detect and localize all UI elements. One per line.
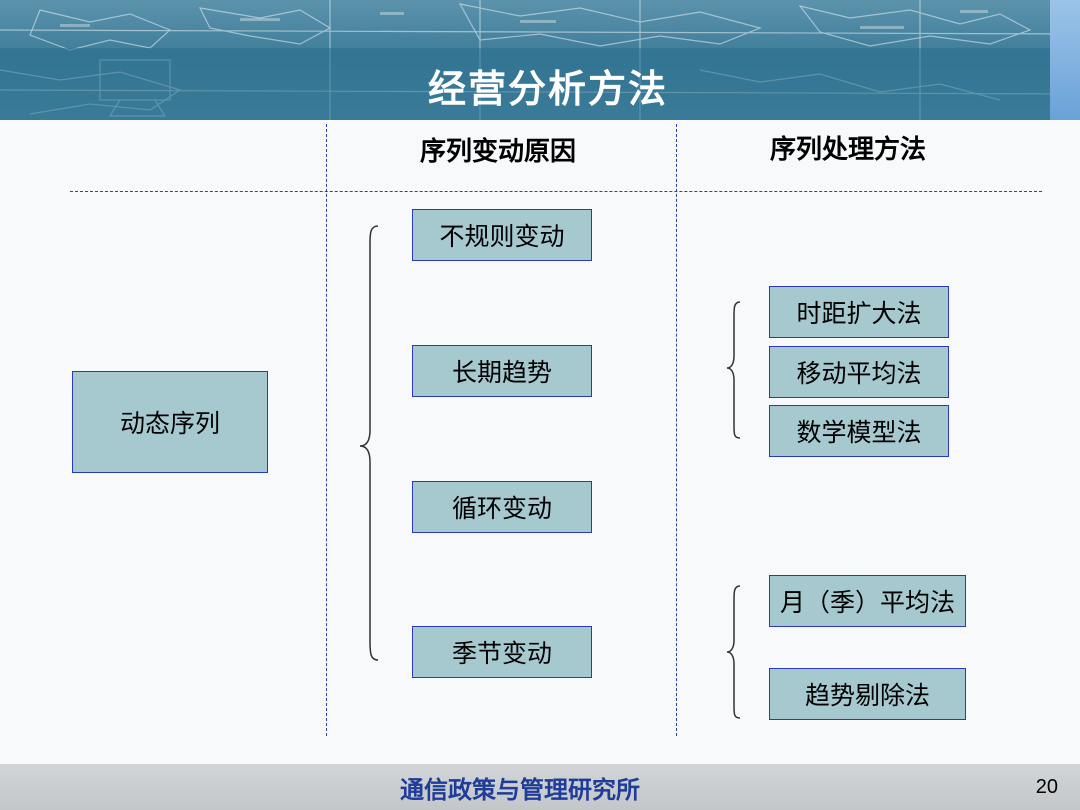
method-box-moving-average: 移动平均法	[769, 346, 949, 398]
trend-method-brace	[726, 301, 741, 439]
cause-column-header: 序列变动原因	[420, 137, 577, 167]
cause-box-seasonal: 季节变动	[412, 626, 592, 678]
cause-box-cyclical: 循环变动	[412, 481, 592, 533]
method-box-trend-removal: 趋势剔除法	[769, 668, 966, 720]
header-divider-line	[70, 191, 1042, 192]
page-number: 20	[1035, 776, 1058, 798]
column-divider-left	[326, 124, 327, 736]
footer-bar: 通信政策与管理研究所 20	[0, 764, 1080, 810]
cause-box-irregular: 不规则变动	[412, 209, 592, 261]
season-method-brace	[726, 585, 741, 719]
cause-brace	[359, 225, 379, 661]
cause-box-long-term-trend: 长期趋势	[412, 345, 592, 397]
column-divider-right	[676, 124, 677, 736]
root-box-dynamic-series: 动态序列	[72, 371, 268, 473]
header-banner: 经营分析方法	[0, 0, 1080, 120]
slide-title: 经营分析方法	[427, 67, 668, 111]
footer-organization: 通信政策与管理研究所	[400, 776, 640, 804]
method-box-interval-expansion: 时距扩大法	[769, 286, 949, 338]
banner-accent	[1050, 0, 1080, 120]
method-box-math-model: 数学模型法	[769, 405, 949, 457]
method-box-monthly-quarterly-average: 月（季）平均法	[769, 575, 966, 627]
method-column-header: 序列处理方法	[770, 135, 927, 165]
title-stripe	[0, 48, 1080, 120]
